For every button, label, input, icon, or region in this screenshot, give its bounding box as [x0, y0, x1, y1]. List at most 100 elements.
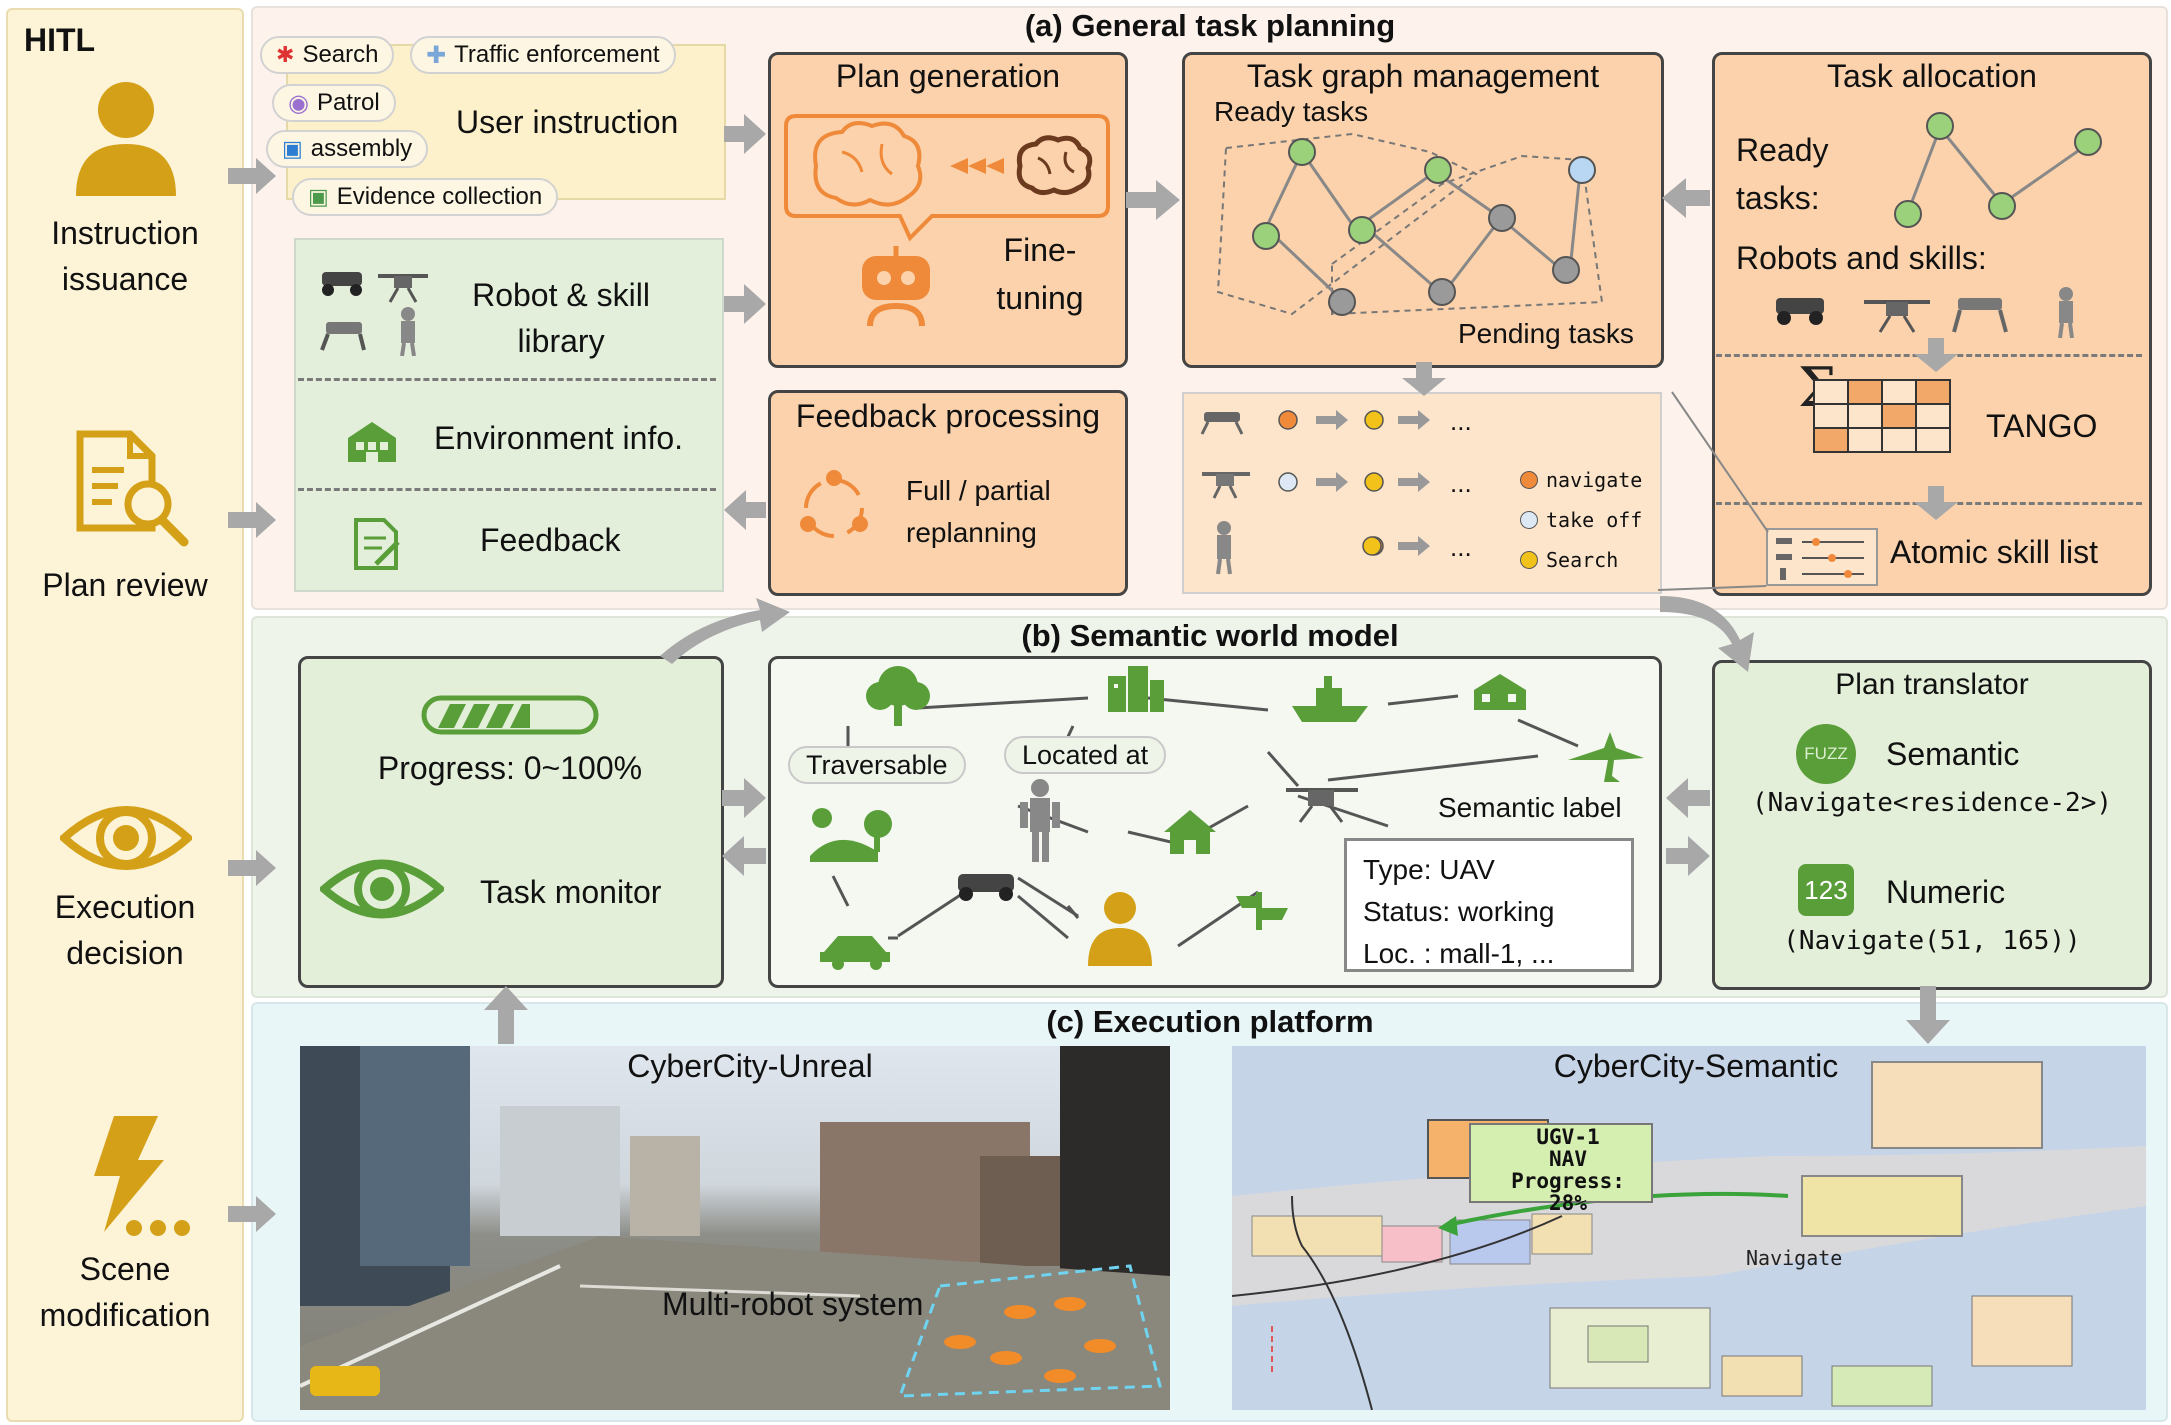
divider	[298, 488, 716, 491]
uav-info-card: Type: UAV Status: working Loc. : mall-1,…	[1344, 838, 1634, 972]
timeline-dot	[1362, 536, 1382, 556]
section-a-title: (a) General task planning	[1024, 8, 1396, 43]
info-location: Loc. : mall-1, ...	[1363, 938, 1555, 969]
located-at-label: Located at	[1004, 736, 1167, 774]
task-graph	[1216, 132, 1604, 316]
robot-face-icon	[862, 246, 930, 327]
ready-label-1: Ready	[1736, 132, 1829, 168]
multi-robot-caption: Multi-robot system	[662, 1286, 924, 1322]
stage-scene-label-1: Scene	[79, 1251, 171, 1287]
semantic-map-image	[1232, 1046, 2146, 1410]
fine-tuning-label-1: Fine-	[1003, 232, 1077, 268]
timeline-arrows	[1316, 410, 1430, 556]
divider	[298, 378, 716, 381]
llm-brain-icon	[784, 114, 1110, 242]
traversable-label: Traversable	[788, 746, 966, 784]
ellipsis-lane-3: ...	[1450, 532, 1472, 562]
robots-skills-label: Robots and skills:	[1736, 240, 1987, 276]
task-monitor-label: Task monitor	[480, 874, 662, 910]
city-scene-image	[300, 1046, 1170, 1410]
library-box	[294, 238, 724, 592]
stage-execution-label-2: decision	[66, 935, 184, 971]
feedback-document-icon	[354, 518, 400, 570]
tag-patrol: ◉ Patrol	[272, 84, 396, 122]
hitl-title: HITL	[24, 22, 96, 58]
semantic-label-text: Semantic label	[1438, 792, 1622, 823]
task-monitor-eye-icon	[320, 859, 444, 919]
ellipsis-lane-1: ...	[1450, 406, 1472, 436]
lightning-icon	[94, 1116, 190, 1236]
tag-evidence-collection: ▣ Evidence collection	[292, 178, 559, 216]
cybercity-unreal-view[interactable]	[300, 1046, 1170, 1410]
hitl-panel: HITL Instruction issuance Plan review Ex…	[6, 8, 244, 1422]
semantic-label: Semantic	[1886, 736, 2020, 772]
tango-label: TANGO	[1986, 408, 2098, 444]
person-icon	[76, 82, 176, 196]
feedback-label: Feedback	[480, 522, 621, 558]
semantic-code: (Navigate<residence-2>)	[1751, 788, 2113, 818]
robot-skill-label-2: library	[517, 323, 605, 359]
stage-execution-label-1: Execution	[54, 889, 196, 925]
semantic-map-title: CyberCity-Semantic	[1553, 1048, 1839, 1084]
cybercity-semantic-map[interactable]: UGV-1 NAV Progress: 28% Navigate	[1232, 1046, 2146, 1410]
task-allocation-title: Task allocation	[1827, 58, 2037, 94]
atomic-skill-list-label: Atomic skill list	[1890, 534, 2099, 570]
task-graph-title: Task graph management	[1246, 58, 1600, 94]
progress-bar-icon	[421, 695, 599, 735]
replanning-label-2: replanning	[906, 517, 1037, 548]
legend-search: Search	[1520, 540, 1642, 580]
ellipsis-lane-2: ...	[1450, 468, 1472, 498]
document-search-icon	[76, 430, 189, 547]
semantic-graph	[810, 666, 1644, 970]
building-icon	[348, 422, 396, 462]
info-type: Type: UAV	[1363, 854, 1495, 885]
stage-instruction-label-1: Instruction	[51, 215, 199, 251]
plan-translator-title: Plan translator	[1835, 668, 2029, 701]
timeline-lanes	[1200, 410, 1298, 575]
tag-search: ✱ Search	[260, 36, 395, 74]
robot-fleet-icon	[1776, 287, 2074, 338]
task-graph-box	[1182, 52, 1664, 368]
environment-info-label: Environment info.	[434, 420, 684, 456]
feedback-processing-box	[768, 390, 1128, 596]
tag-traffic-enforcement: ✚ Traffic enforcement	[410, 36, 676, 74]
fine-tuning-label-2: tuning	[996, 280, 1084, 316]
replanning-cycle-icon	[800, 470, 868, 538]
section-b-title: (b) Semantic world model	[1021, 618, 1399, 653]
traffic-icon: ✚	[426, 41, 447, 69]
camera-icon: ▣	[308, 184, 329, 209]
divider	[1716, 354, 2142, 357]
numeric-label: Numeric	[1886, 874, 2006, 910]
divider	[1716, 502, 2142, 505]
popup-ugv-label: UGV-1	[1536, 1125, 1600, 1149]
ready-tasks-label: Ready tasks	[1214, 96, 1369, 127]
task-monitor-box	[298, 656, 724, 988]
progress-label: Progress: 0~100%	[377, 750, 643, 786]
plan-generation-title: Plan generation	[835, 58, 1061, 94]
fuzz-badge-icon: FUZZ	[1796, 724, 1856, 784]
replanning-label-1: Full / partial	[906, 475, 1051, 506]
legend-take-off: take off	[1520, 500, 1642, 540]
atomic-skill-list-icon	[1766, 528, 1878, 586]
navigate-path-label: Navigate	[1746, 1246, 1843, 1270]
legend-navigate: navigate	[1520, 460, 1642, 500]
user-instruction-label: User instruction	[456, 104, 679, 140]
pending-tasks-label: Pending tasks	[1458, 318, 1634, 349]
popup-progress-label: Progress: 28%	[1511, 1169, 1625, 1215]
location-pin-icon: ◉	[288, 89, 309, 117]
feedback-processing-title: Feedback processing	[795, 398, 1101, 434]
tag-assembly: ▣ assembly	[266, 130, 429, 168]
info-status: Status: working	[1363, 896, 1555, 927]
numeric-badge-icon: 123	[1798, 864, 1854, 916]
stage-scene-label-2: modification	[39, 1297, 211, 1333]
ready-task-nodes	[1894, 112, 2102, 228]
assembly-icon: ▣	[282, 136, 303, 161]
plan-translator-box	[1712, 660, 2152, 990]
tango-matrix-icon: Σ	[1798, 362, 1951, 453]
stage-plan-review-label: Plan review	[42, 567, 208, 603]
popup-nav-label: NAV	[1549, 1147, 1587, 1171]
ready-label-2: tasks:	[1736, 180, 1820, 216]
robots-icon	[320, 272, 428, 356]
numeric-code: (Navigate(51, 165))	[1783, 926, 2081, 956]
eye-icon	[60, 806, 192, 870]
